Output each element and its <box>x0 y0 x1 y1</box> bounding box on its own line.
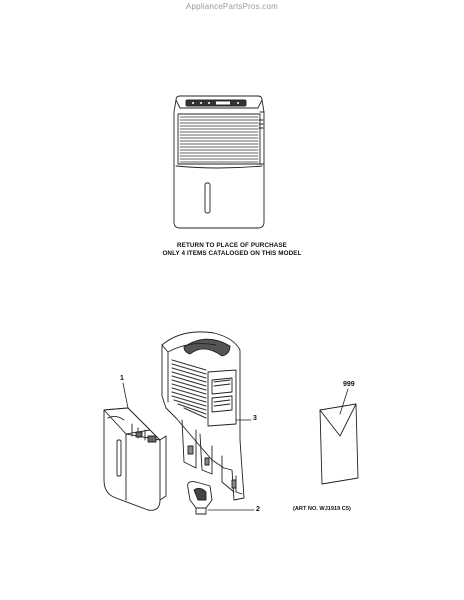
notice-line-2: ONLY 4 ITEMS CATALOGED ON THIS MODEL <box>162 250 302 257</box>
grille-louvres <box>179 116 259 163</box>
callout-part-999[interactable]: 999 <box>343 381 355 388</box>
part-2-clip <box>187 481 213 515</box>
part-999-manual <box>319 403 359 485</box>
callout-part-1[interactable]: 1 <box>120 375 124 382</box>
callout-part-3[interactable]: 3 <box>253 415 257 422</box>
watermark: AppliancePartsPros.com <box>186 2 278 11</box>
leader-lines <box>122 382 349 511</box>
housing-slats <box>171 359 207 419</box>
part-1-bucket <box>103 407 167 511</box>
part-3-housing <box>161 331 245 501</box>
notice-line-1: RETURN TO PLACE OF PURCHASE <box>177 242 287 249</box>
callout-part-2[interactable]: 2 <box>256 506 260 513</box>
art-number: (ART NO. WJ1919 C5) <box>293 506 351 512</box>
